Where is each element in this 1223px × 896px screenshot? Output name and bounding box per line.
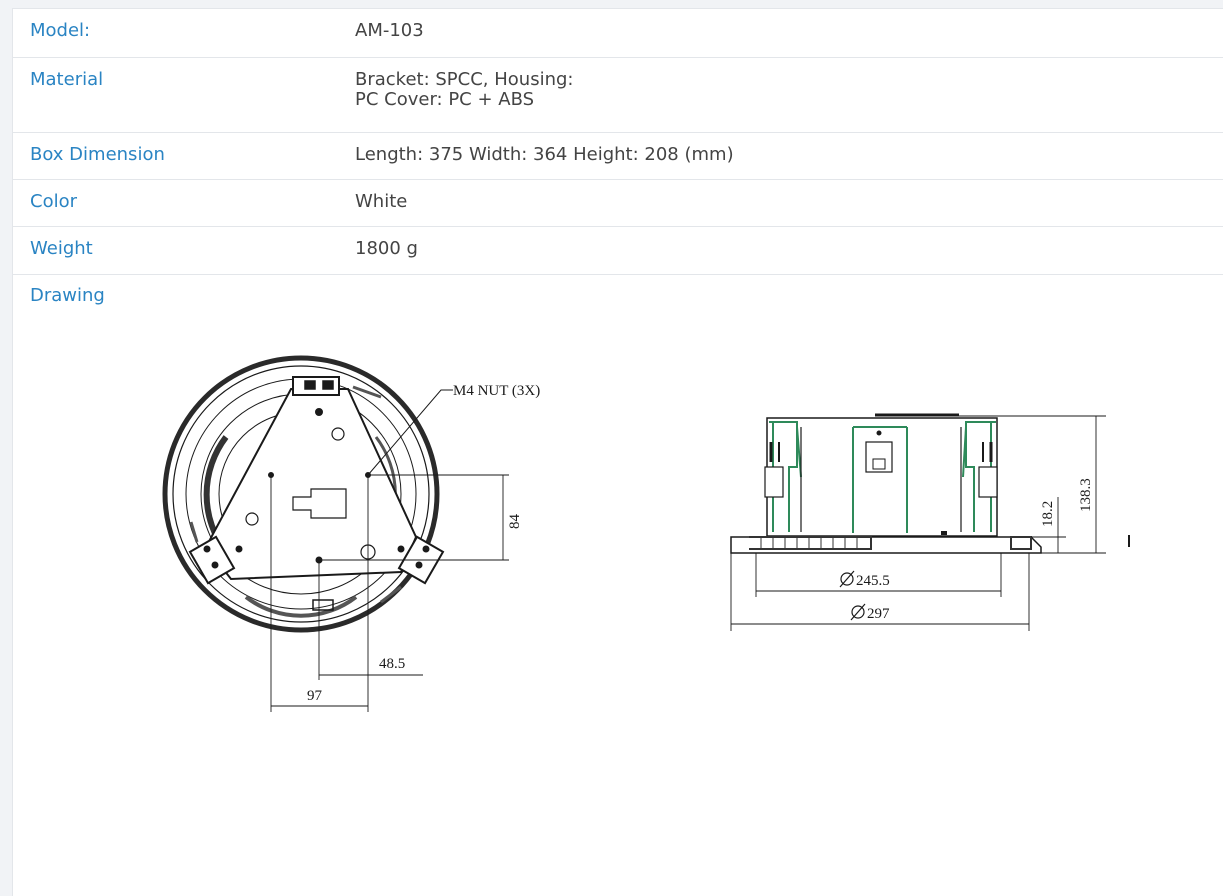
top-view-labels: M4 NUT (3X) 84 48.5 97: [307, 383, 540, 704]
spec-value-color: White: [355, 191, 408, 212]
spec-label-material: Material: [30, 69, 104, 90]
spec-row-weight: Weight 1800 g: [13, 227, 1223, 275]
label-dim-138-3: 138.3: [1078, 478, 1094, 512]
spec-value-material: Bracket: SPCC, Housing: PC Cover: PC + A…: [355, 70, 573, 110]
spec-value-box-dimension: Length: 375 Width: 364 Height: 208 (mm): [355, 144, 734, 165]
label-dim-18-2: 18.2: [1040, 501, 1056, 527]
side-view-labels: 245.5 297 18.2 138.3: [856, 478, 1094, 622]
spec-label-box-dimension: Box Dimension: [30, 144, 165, 165]
label-dim-297: 297: [867, 606, 890, 622]
spec-row-box-dimension: Box Dimension Length: 375 Width: 364 Hei…: [13, 133, 1223, 180]
spec-label-weight: Weight: [30, 238, 93, 259]
spec-value-material-line1: Bracket: SPCC, Housing:: [355, 69, 574, 90]
label-m4-nut: M4 NUT (3X): [453, 383, 540, 399]
top-view-drawing: [162, 355, 509, 712]
side-view-drawing: [730, 413, 1130, 631]
spec-row-drawing: Drawing: [13, 275, 1223, 895]
spec-value-weight: 1800 g: [355, 238, 418, 259]
technical-drawing: M4 NUT (3X) 84 48.5 97: [162, 355, 1130, 712]
spec-label-color: Color: [30, 191, 77, 212]
label-dim-48-5: 48.5: [379, 656, 405, 672]
spec-value-material-line2: PC Cover: PC + ABS: [355, 89, 535, 110]
spec-row-model: Model: AM-103: [13, 9, 1223, 58]
label-dim-245-5: 245.5: [856, 573, 890, 589]
spec-table: Model: AM-103 Material Bracket: SPCC, Ho…: [12, 8, 1223, 896]
label-dim-97: 97: [307, 688, 323, 704]
spec-label-drawing: Drawing: [30, 285, 105, 306]
label-dim-84: 84: [507, 514, 523, 530]
spec-label-model: Model:: [30, 20, 91, 41]
spec-value-model: AM-103: [355, 20, 424, 41]
spec-row-material: Material Bracket: SPCC, Housing: PC Cove…: [13, 58, 1223, 133]
spec-row-color: Color White: [13, 180, 1223, 227]
